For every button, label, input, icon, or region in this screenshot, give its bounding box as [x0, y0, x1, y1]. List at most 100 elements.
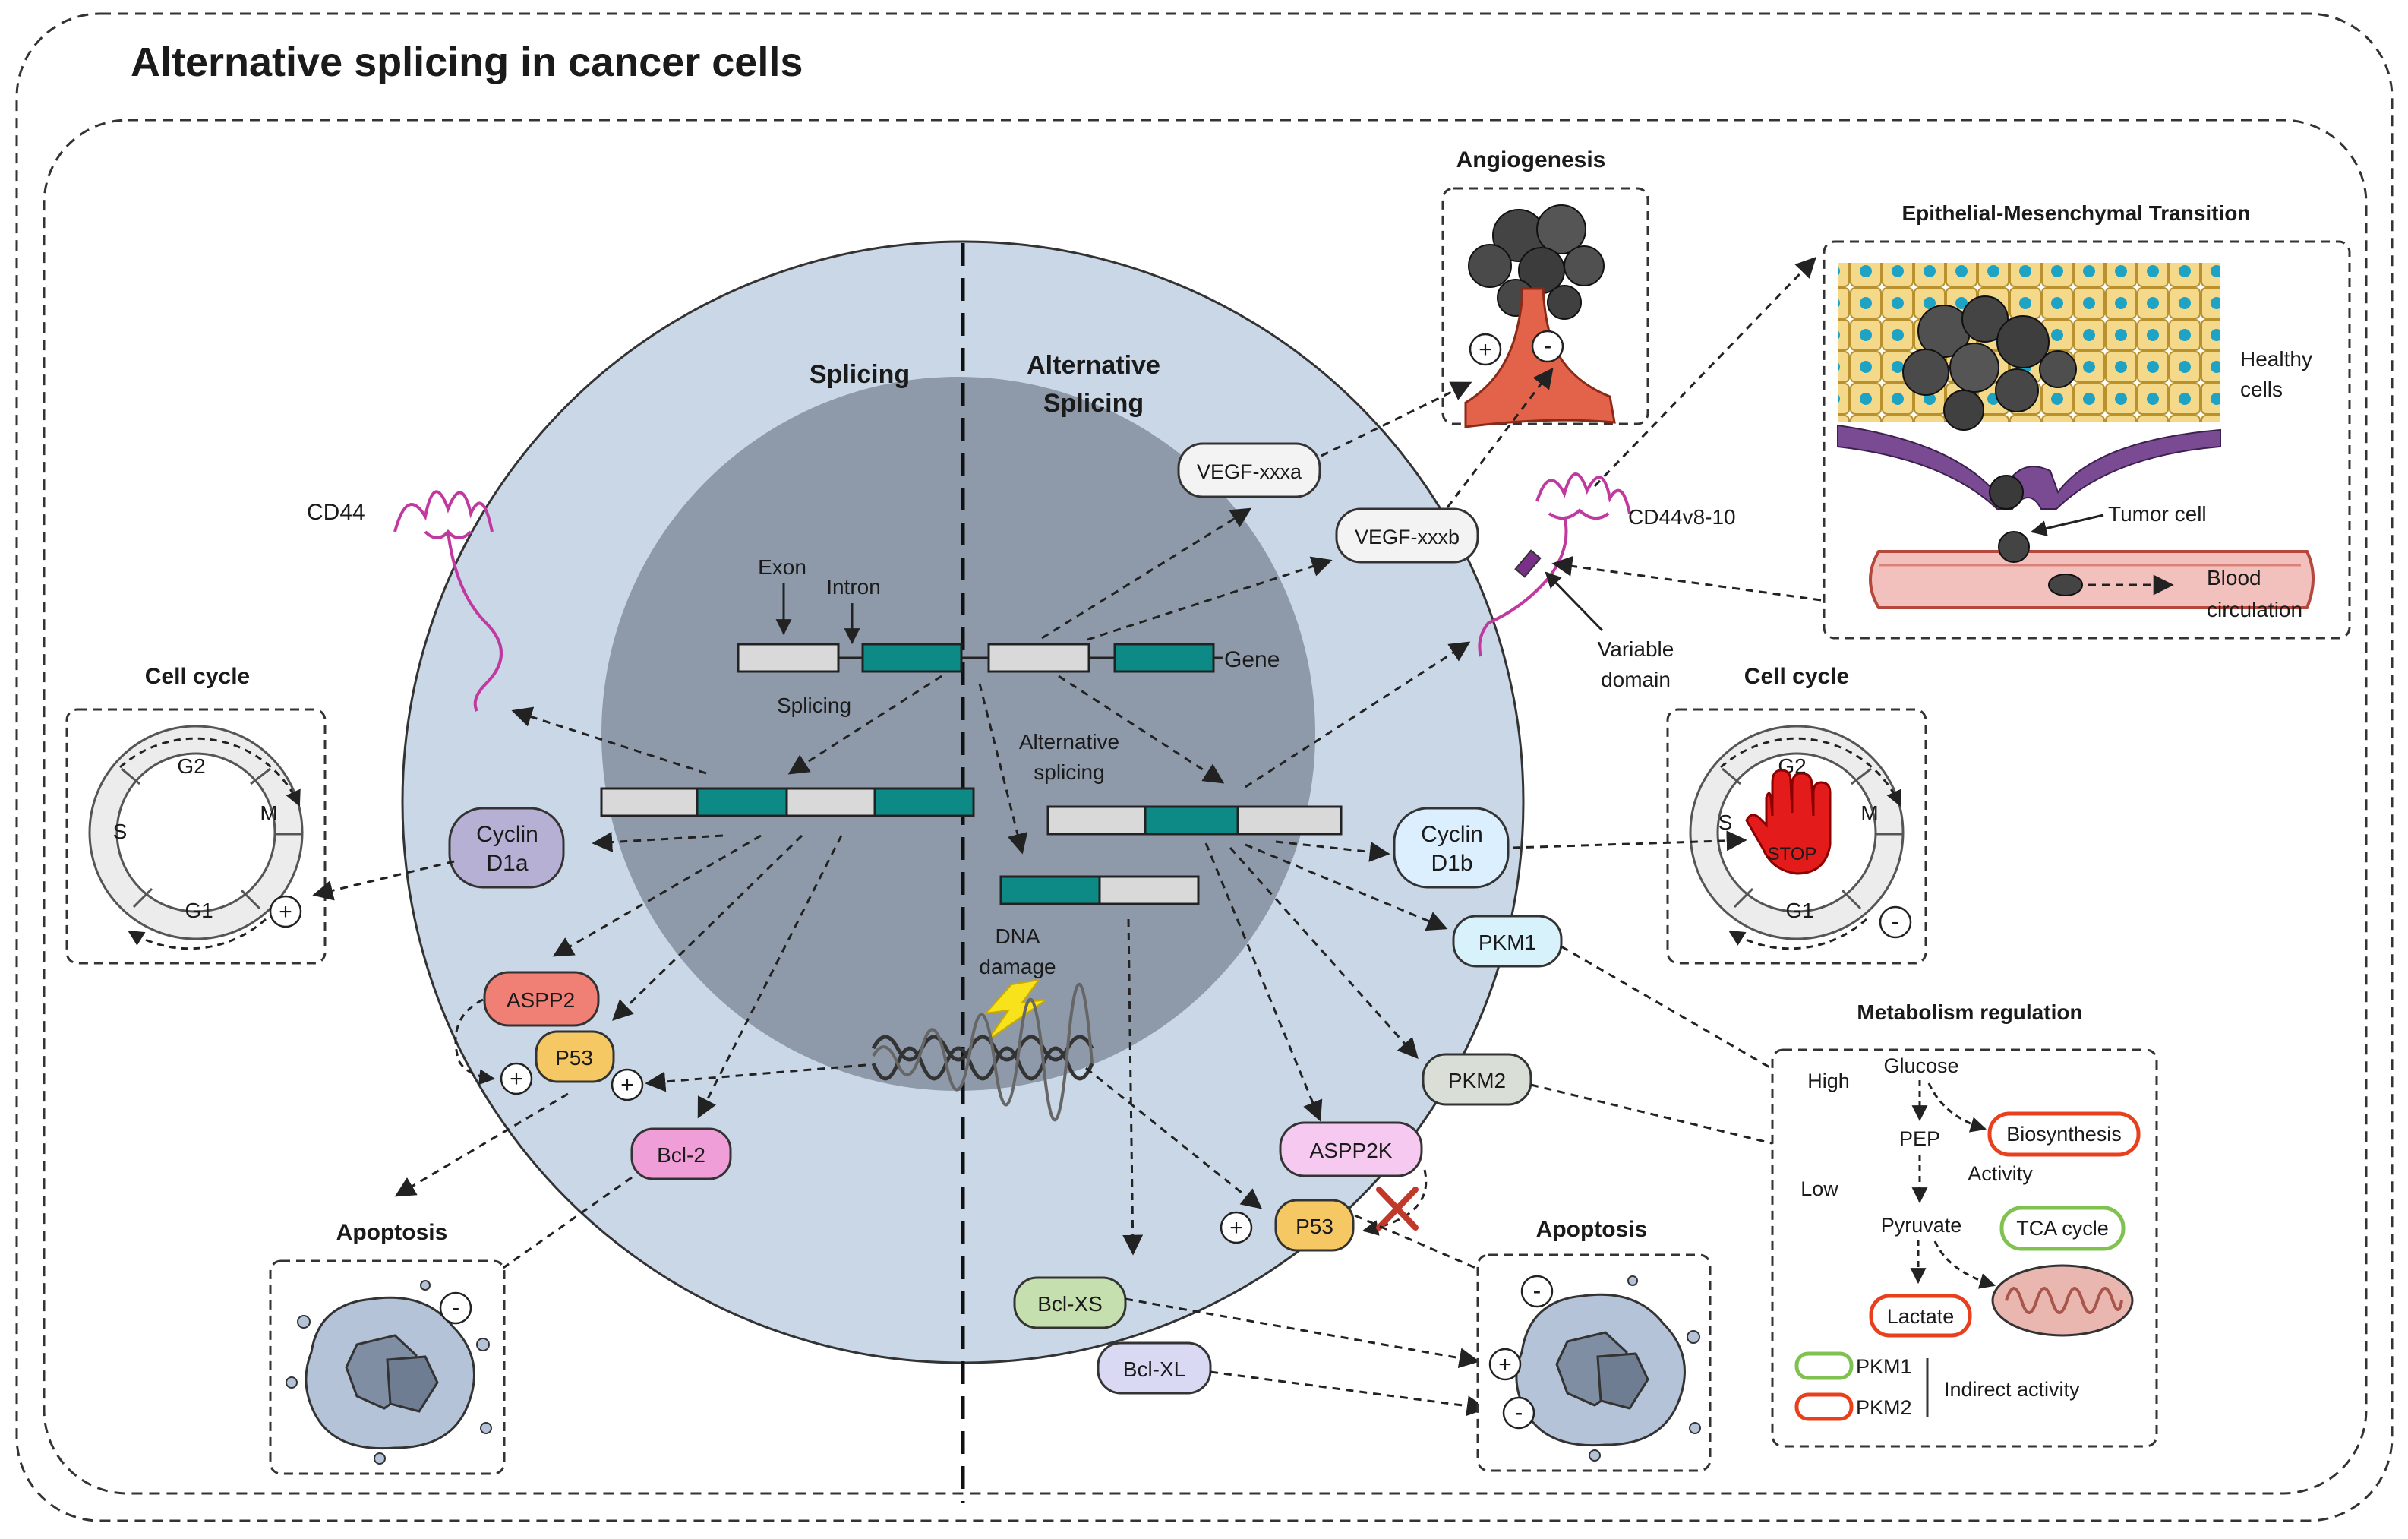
gene-exon-1: [737, 643, 840, 673]
bcl-xl-label: Bcl-XL: [1123, 1357, 1185, 1381]
arrow-vegf-a-to-angio: [1321, 381, 1472, 457]
arrow-bcl2-to-apoptosis-left: [476, 1176, 633, 1287]
cyclin-d1b: [1393, 807, 1510, 889]
p53-right-plus-circle: [1220, 1211, 1253, 1244]
cd44v-receptor-icon: [1478, 472, 1631, 657]
right-phase-m: M: [1860, 801, 1878, 825]
blood-circulation-label-1: Blood: [2207, 566, 2261, 589]
right-apoptosis-minus-b: -: [1515, 1398, 1523, 1426]
p53-left-plus-a: +: [510, 1067, 523, 1092]
dna-damage-label-2: damage: [979, 955, 1056, 978]
mitochondrion-icon: [1991, 1264, 2134, 1337]
arrow-p53-to-apoptosis-left: [394, 1092, 569, 1197]
p53-right-plus: +: [1229, 1215, 1243, 1240]
legend-indirect-activity: Indirect activity: [1944, 1378, 2080, 1401]
lactate-pill: [1869, 1294, 1972, 1338]
arrow-mrna-to-cd44v: [1245, 641, 1471, 788]
left-phase-m: M: [260, 801, 277, 825]
arrow-mrna-to-cyclin-d1b: [1275, 840, 1390, 862]
splicing-label: Splicing: [777, 694, 851, 717]
healthy-cells-label-2: cells: [2240, 378, 2283, 401]
arrow-mrna-to-pkm2: [1229, 847, 1419, 1060]
left-cycle-plus: +: [279, 899, 292, 924]
aspp2k-label: ASPP2K: [1310, 1139, 1393, 1162]
right-cycle-ticks: [1722, 767, 1903, 910]
bcl-xl: [1097, 1341, 1212, 1395]
outer-frame: [15, 12, 2394, 1522]
stop-hand-icon: [1745, 769, 1832, 875]
right-cycle-minus: -: [1892, 908, 1900, 935]
stop-label: STOP: [1768, 844, 1817, 864]
right-cycle-arrow-bottom: [1728, 918, 1868, 950]
legend-pkm2-label: PKM2: [1856, 1396, 1912, 1419]
aspp2k: [1279, 1121, 1423, 1177]
variable-domain-label-2: domain: [1601, 668, 1671, 691]
exon-label: Exon: [758, 555, 806, 579]
arrow-bcl-xl-to-apoptosis: [1210, 1370, 1488, 1417]
arrow-gene-to-mrna-left: [787, 675, 942, 775]
arrow-short-mrna-to-bcl: [1122, 918, 1144, 1256]
bcl2: [630, 1127, 732, 1180]
arrow-cd44v-to-emt: [1593, 257, 1816, 488]
gene-exon-2: [861, 643, 963, 673]
angio-plus: +: [1479, 337, 1492, 362]
alt-splicing-header-1: Alternative: [1027, 351, 1160, 380]
arrow-mrna-to-pkm1: [1245, 843, 1448, 931]
vegf-xxxa-label: VEGF-xxxa: [1197, 460, 1302, 483]
mrna-short-exon-1: [999, 875, 1101, 905]
arrow-blood-to-cd44v: [1551, 555, 1822, 602]
vegf-xxxb: [1335, 507, 1479, 564]
left-cycle-ticks: [121, 767, 302, 910]
alt-splicing-header-2: Splicing: [1043, 389, 1144, 418]
invading-tumor-icon: [1902, 295, 2077, 510]
right-apoptosis-plus-circle: [1488, 1348, 1522, 1381]
arrow-gene-to-vegf-b: [1087, 556, 1333, 641]
lightning-icon: [983, 978, 1047, 1041]
tumor-cell-label: Tumor cell: [2108, 502, 2207, 526]
arrow-dna-to-p53-right: [1085, 1067, 1263, 1209]
arrow-gene-to-alt-long: [1058, 675, 1225, 784]
tca-pill: [1999, 1206, 2126, 1251]
p53-right-label: P53: [1296, 1215, 1333, 1238]
aspp2: [483, 971, 600, 1027]
cyclin-d1b-label-1: Cyclin: [1421, 822, 1483, 847]
arrow-pkm2-to-metabolism: [1530, 1083, 1896, 1179]
bcl2-label: Bcl-2: [657, 1143, 705, 1167]
pkm2-label: PKM2: [1448, 1069, 1506, 1092]
dna-damage-label-1: DNA: [995, 924, 1040, 948]
aspp2-label: ASPP2: [507, 988, 575, 1012]
cyclin-d1a-label-1: Cyclin: [476, 822, 538, 847]
right-phase-s: S: [1718, 811, 1733, 834]
gene-exon-4: [1113, 643, 1215, 673]
left-phase-g2: G2: [177, 754, 205, 778]
mrna-right-exon-1: [1046, 805, 1147, 836]
right-phase-g1: G1: [1785, 899, 1813, 922]
variable-domain-label-1: Variable: [1598, 637, 1674, 661]
metabolism-title: Metabolism regulation: [1857, 1000, 2082, 1024]
inhibition-cross-icon: [1376, 1187, 1419, 1231]
pkm2: [1422, 1053, 1532, 1106]
intron-label: Intron: [826, 575, 881, 599]
left-cycle-arrow-bottom: [128, 918, 267, 950]
angio-minus: -: [1544, 332, 1552, 359]
pkm1: [1452, 915, 1563, 968]
p53-left-plus-b-circle: [611, 1068, 644, 1101]
tumor-cell-intravasating: [1998, 531, 2030, 563]
arrow-glucose-to-biosynthesis: [1927, 1082, 1987, 1133]
left-phase-g1: G1: [185, 899, 213, 922]
arrow-cyclin-d1a-to-cycle: [312, 860, 455, 901]
vegf-xxxb-label: VEGF-xxxb: [1355, 526, 1460, 548]
variable-domain-marker: [1514, 549, 1542, 578]
p53-left: [535, 1030, 615, 1083]
left-cycle-inner: [115, 752, 276, 913]
metabolism-pyruvate: Pyruvate: [1881, 1214, 1962, 1237]
page-title: Alternative splicing in cancer cells: [131, 40, 803, 85]
p53-left-label: P53: [555, 1046, 593, 1070]
arrow-mrna-to-cd44: [511, 706, 707, 775]
arrow-pyruvate-to-mito: [1933, 1240, 1996, 1289]
right-apoptosis-plus: +: [1498, 1352, 1512, 1377]
left-apoptosis-title: Apoptosis: [336, 1220, 448, 1245]
angio-minus-circle: [1531, 330, 1564, 363]
arrow-bcl-xs-to-apoptosis: [1125, 1297, 1480, 1369]
